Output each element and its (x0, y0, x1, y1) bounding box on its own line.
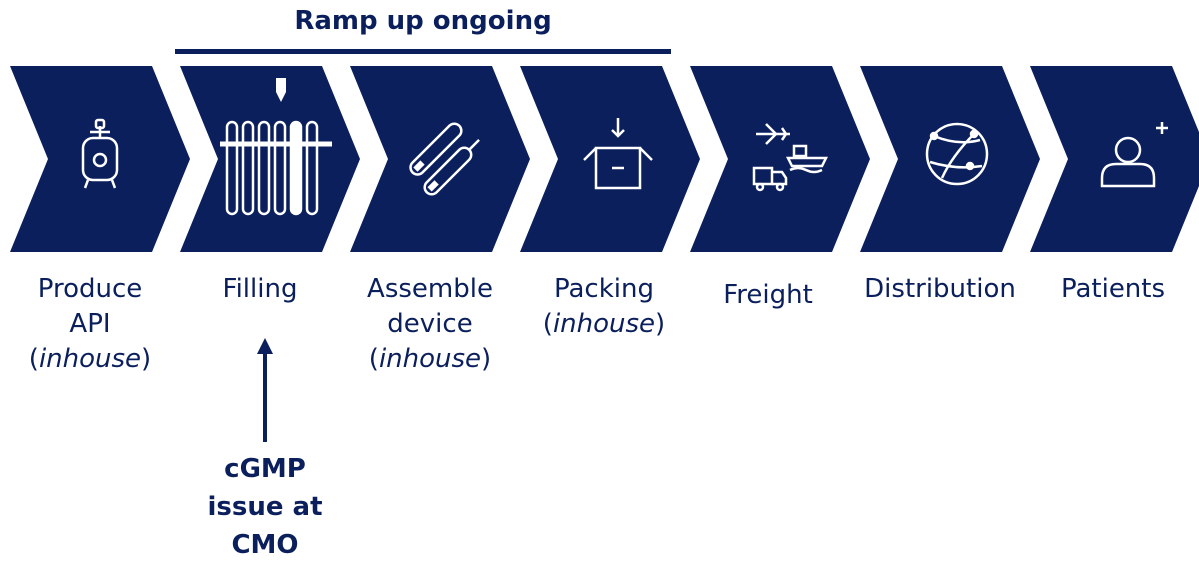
issue-line-1: cGMP (224, 454, 306, 484)
chevron-packing (520, 66, 702, 252)
step-label-patients: Patients (1028, 272, 1198, 307)
step-title: Distribution (864, 274, 1016, 304)
step-note: (inhouse) (28, 344, 152, 374)
globe-icon (925, 122, 989, 186)
chevron-distribution (860, 66, 1042, 252)
chevron-produce-api (10, 66, 192, 252)
step-label-filling: Filling (175, 272, 345, 307)
step-title: Packing (553, 274, 654, 304)
step-note: (inhouse) (542, 309, 666, 339)
tank-icon (81, 118, 119, 189)
issue-callout: cGMP issue at CMO (190, 450, 340, 564)
pen-device-icon (409, 122, 480, 196)
chevron-filling (180, 66, 362, 252)
banner-underline (175, 49, 671, 54)
step-title: Patients (1060, 274, 1166, 304)
person-plus-icon (1100, 122, 1168, 188)
filling-tubes-icon (220, 78, 332, 216)
step-title: Freight (723, 280, 813, 310)
chevron-assemble-device (350, 66, 532, 252)
process-chevron-row (0, 66, 1199, 252)
chevron-patients (1030, 66, 1199, 252)
plane-truck-ship-icon (752, 123, 829, 192)
step-note: (inhouse) (368, 344, 492, 374)
step-title: Produce (37, 274, 143, 304)
step-label-assemble-device: Assemble device (inhouse) (345, 272, 515, 377)
issue-line-3: CMO (231, 530, 299, 560)
chevron-freight (690, 66, 872, 252)
issue-arrow-icon (257, 338, 273, 442)
step-title: Filling (222, 274, 298, 304)
box-icon (583, 118, 653, 190)
step-label-distribution: Distribution (855, 272, 1025, 307)
issue-line-2: issue at (207, 492, 323, 522)
step-label-freight: Freight (683, 278, 853, 313)
step-title-line2: API (69, 309, 111, 339)
step-label-packing: Packing (inhouse) (519, 272, 689, 342)
step-title-line2: device (387, 309, 473, 339)
banner-title: Ramp up ongoing (294, 6, 552, 36)
step-label-produce-api: Produce API (inhouse) (5, 272, 175, 377)
step-title: Assemble (367, 274, 493, 304)
